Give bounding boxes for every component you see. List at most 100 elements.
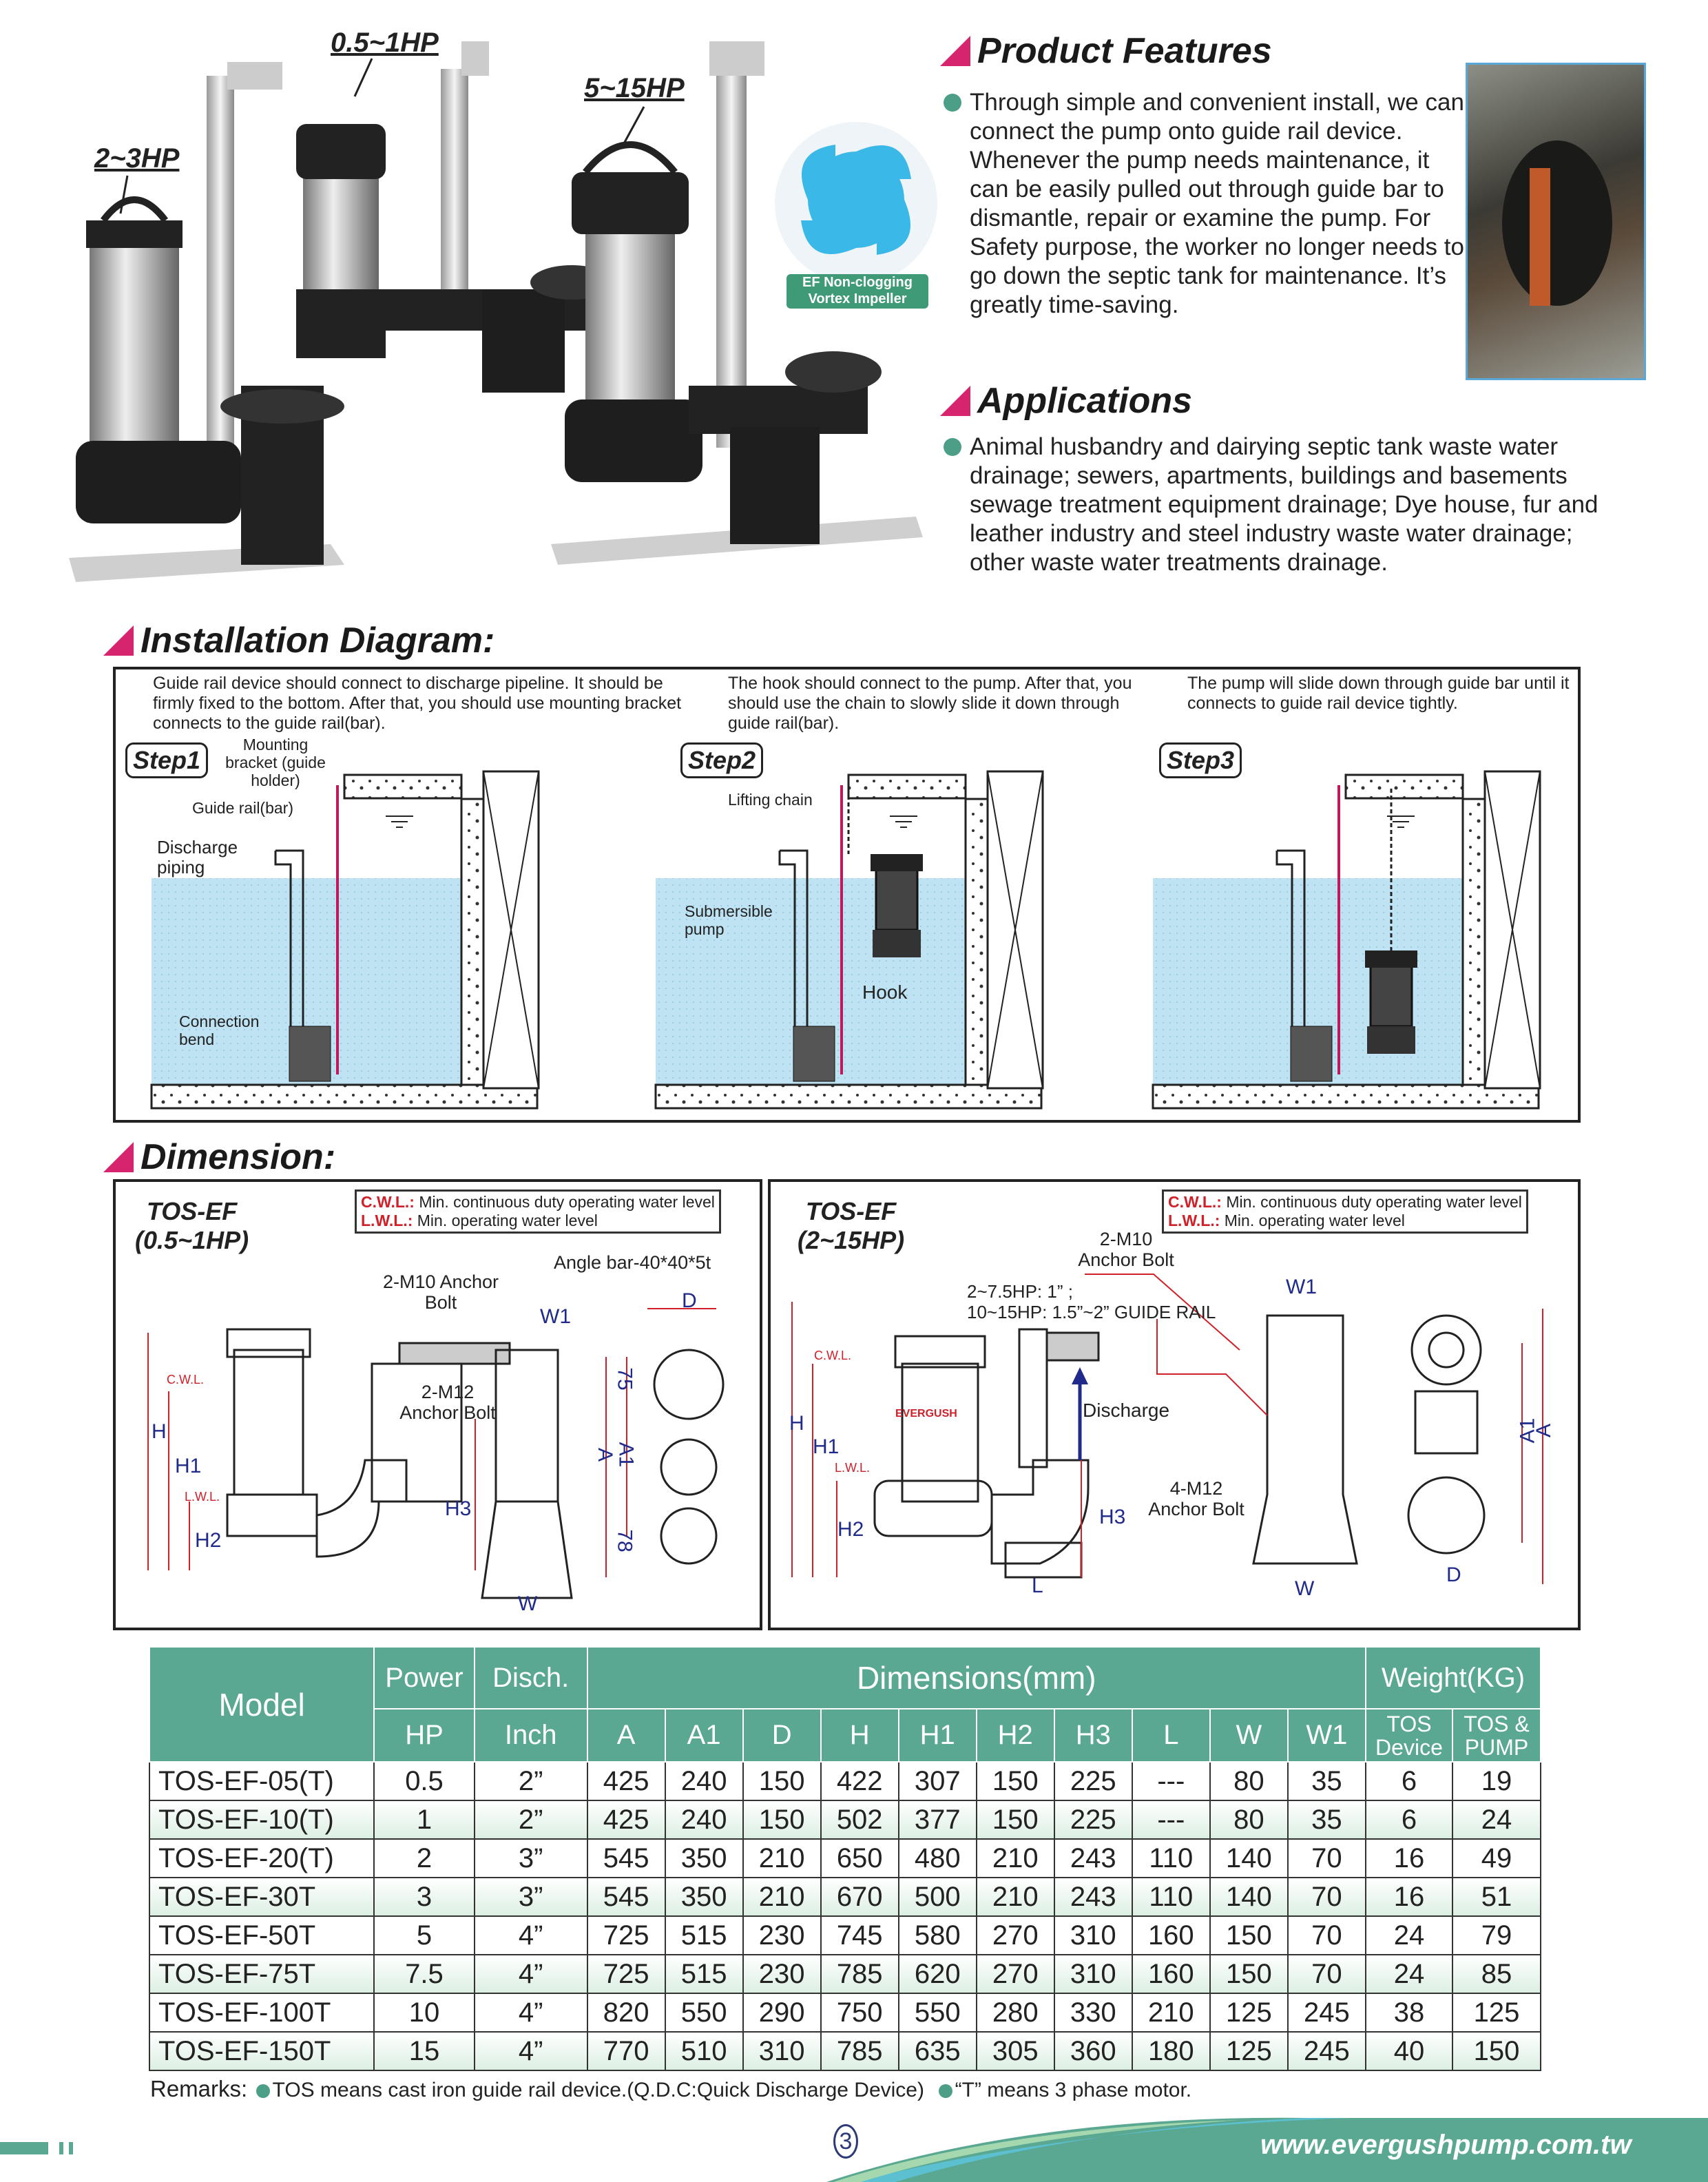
value-cell: 750 — [820, 1993, 899, 2033]
value-cell: 545 — [586, 1877, 666, 1917]
bullet-icon — [938, 2084, 952, 2098]
large-model-title: TOS-EF(2~15HP) — [798, 1197, 904, 1255]
dim-H3: H3 — [1099, 1506, 1126, 1528]
value-cell: 4” — [473, 1915, 588, 1955]
callout-hook: Hook — [862, 981, 908, 1003]
value-cell: 360 — [1053, 2031, 1133, 2071]
applications-heading: Applications — [940, 380, 1192, 422]
value-cell: 80 — [1209, 1761, 1289, 1801]
value-cell: 310 — [742, 2031, 822, 2071]
value-cell: 4” — [473, 1993, 588, 2033]
remarks: Remarks: TOS means cast iron guide rail … — [150, 2076, 1191, 2102]
dim-A1: A1 — [1516, 1417, 1539, 1444]
dimension-drawings — [147, 1274, 1543, 1599]
value-cell: 820 — [586, 1993, 666, 2033]
callout-lifting-chain: Lifting chain — [728, 791, 813, 809]
model-cell: TOS-EF-75T — [148, 1954, 375, 1994]
header-tos-device: TOS Device — [1364, 1708, 1454, 1763]
value-cell: 225 — [1053, 1761, 1133, 1801]
value-cell: 3” — [473, 1838, 588, 1878]
value-cell: 210 — [975, 1838, 1055, 1878]
value-cell: 180 — [1131, 2031, 1211, 2071]
features-body: Through simple and convenient install, w… — [970, 89, 1464, 318]
installation-diagram-box — [113, 667, 1581, 1123]
header-a1: A1 — [664, 1708, 744, 1763]
value-cell: 243 — [1053, 1877, 1133, 1917]
value-cell: 19 — [1452, 1761, 1541, 1801]
callout-guide-rail: Guide rail(bar) — [192, 799, 293, 817]
header-w1: W1 — [1287, 1708, 1366, 1763]
value-cell: 377 — [897, 1800, 977, 1840]
value-cell: 635 — [897, 2031, 977, 2071]
guide-rail-spec: 2~7.5HP: 1” ;10~15HP: 1.5”~2” GUIDE RAIL — [967, 1281, 1216, 1322]
badge-line: Vortex Impeller — [808, 291, 907, 306]
value-cell: 270 — [975, 1954, 1055, 1994]
dim-D: D — [682, 1289, 697, 1312]
cwl-key: C.W.L.: — [361, 1193, 415, 1211]
value-cell: 210 — [1131, 1993, 1211, 2033]
value-cell: 550 — [897, 1993, 977, 2033]
model-range: (2~15HP) — [798, 1226, 905, 1254]
value-cell: 3” — [473, 1877, 588, 1917]
page-number: 3 — [833, 2124, 858, 2159]
value-cell: 4” — [473, 1954, 588, 1994]
value-cell: 2” — [473, 1761, 588, 1801]
value-cell: 310 — [1053, 1954, 1133, 1994]
anchor-bolt-m12-small: 2-M12 Anchor Bolt — [399, 1382, 496, 1423]
cwl-desc: Min. continuous duty operating water lev… — [1226, 1193, 1522, 1211]
value-cell: 510 — [664, 2031, 744, 2071]
value-cell: 24 — [1452, 1800, 1541, 1840]
model-cell: TOS-EF-10(T) — [148, 1800, 375, 1840]
header-power: Power — [373, 1646, 475, 1710]
value-cell: 85 — [1452, 1954, 1541, 1994]
callout-mounting-bracket: Mounting bracket (guide holder) — [225, 736, 326, 789]
anchor-bolt-m10-large: 2-M10 Anchor Bolt — [1078, 1229, 1174, 1270]
website-link[interactable]: www.evergushpump.com.tw — [1260, 2130, 1632, 2160]
header-h: H — [820, 1708, 899, 1763]
lwl-desc: Min. operating water level — [417, 1212, 598, 1229]
water-level-legend-large: C.W.L.: Min. continuous duty operating w… — [1162, 1189, 1528, 1234]
value-cell: 240 — [664, 1800, 744, 1840]
value-cell: 350 — [664, 1877, 744, 1917]
value-cell: 620 — [897, 1954, 977, 1994]
value-cell: 550 — [664, 1993, 744, 2033]
hp-label-0.5-1: 0.5~1HP — [331, 28, 439, 58]
value-cell: 243 — [1053, 1838, 1133, 1878]
value-cell: --- — [1131, 1761, 1211, 1801]
value-cell: 160 — [1131, 1915, 1211, 1955]
dim-A1: A1 — [614, 1442, 638, 1468]
value-cell: 785 — [820, 2031, 899, 2071]
heading-triangle-icon — [940, 386, 970, 416]
angle-bar-label: Angle bar-40*40*5t — [554, 1252, 711, 1273]
value-cell: 79 — [1452, 1915, 1541, 1955]
model-cell: TOS-EF-20(T) — [148, 1838, 375, 1878]
value-cell: 24 — [1364, 1915, 1454, 1955]
value-cell: 6 — [1364, 1800, 1454, 1840]
value-cell: 725 — [586, 1954, 666, 1994]
value-cell: 305 — [975, 2031, 1055, 2071]
value-cell: 280 — [975, 1993, 1055, 2033]
value-cell: 140 — [1209, 1838, 1289, 1878]
model-name: TOS-EF — [805, 1197, 897, 1225]
header-l: L — [1131, 1708, 1211, 1763]
dim-D: D — [1446, 1563, 1461, 1586]
value-cell: 770 — [586, 2031, 666, 2071]
value-cell: 40 — [1364, 2031, 1454, 2071]
applications-body: Animal husbandry and dairying septic tan… — [970, 433, 1598, 576]
value-cell: 35 — [1287, 1800, 1366, 1840]
header-hp: HP — [373, 1708, 475, 1763]
small-model-title: TOS-EF(0.5~1HP) — [135, 1197, 249, 1255]
step2-text: The hook should connect to the pump. Aft… — [728, 674, 1132, 733]
value-cell: 230 — [742, 1915, 822, 1955]
cwl-mark-large: C.W.L. — [814, 1349, 852, 1362]
header-weight: Weight(KG) — [1364, 1646, 1542, 1710]
dim-H2: H2 — [195, 1529, 222, 1552]
dim-W1: W1 — [540, 1305, 571, 1328]
header-h2: H2 — [975, 1708, 1055, 1763]
header-h1: H1 — [897, 1708, 977, 1763]
value-cell: 150 — [742, 1800, 822, 1840]
